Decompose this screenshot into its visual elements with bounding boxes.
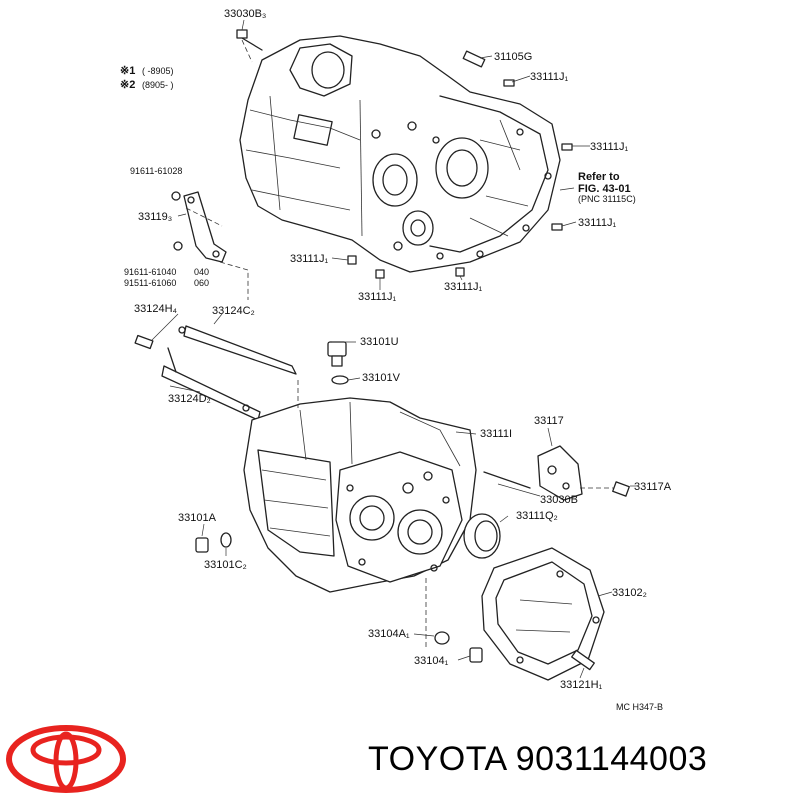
oil-seal-drawing: [463, 513, 501, 559]
label-33121H: 33121H₁: [560, 679, 603, 691]
label-33104A: 33104A₁: [368, 628, 410, 640]
label-91611-61028: 91611-61028: [130, 166, 182, 176]
label-31105G: 31105G: [494, 51, 532, 63]
refer-line-2: FIG. 43-01: [578, 183, 631, 195]
refer-line-3: (PNC 31115C): [578, 194, 636, 204]
upper-fasteners: [236, 29, 573, 279]
label-33111J-d: 33111J₁: [290, 253, 328, 265]
label-33124D: 33124D₂: [168, 393, 211, 405]
label-33030B: 33030B: [540, 494, 578, 506]
legend-range-2: (8905- ): [142, 80, 174, 90]
transmission-cover-33102-drawing: [481, 547, 605, 681]
label-33117: 33117: [534, 415, 564, 427]
label-33117A: 33117A: [634, 481, 672, 493]
tag-060: 060: [194, 278, 209, 288]
tag-040: 040: [194, 267, 209, 277]
label-33119: 33119₃: [138, 211, 172, 223]
label-33101C: 33101C₂: [204, 559, 247, 571]
label-33111J-b: 33111J₁: [590, 141, 628, 153]
transmission-case-drawing: [239, 35, 561, 273]
label-33030B3: 33030B₃: [224, 8, 266, 20]
label-33102: 33102₂: [612, 587, 647, 599]
legend-range-1: ( -8905): [142, 66, 174, 76]
label-33124C: 33124C₂: [212, 305, 255, 317]
label-33111J-f: 33111J₁: [444, 281, 482, 293]
label-33111I: 33111I: [480, 428, 512, 440]
label-33124H: 33124H₄: [134, 303, 178, 315]
label-33111J-e: 33111J₁: [358, 291, 396, 303]
refer-line-1: Refer to: [578, 171, 620, 183]
bracket-33119-drawing: [171, 191, 227, 263]
legend-mark-2: ※2: [120, 79, 135, 91]
toyota-logo: [6, 725, 126, 793]
part-number-labels: 33030B₃ 31105G 33111J₁ 33111J₁ 33111J₁ 3…: [124, 8, 672, 712]
refer-note: Refer to FIG. 43-01 (PNC 31115C): [559, 171, 636, 204]
variant-legend: ※1 ( -8905) ※2 (8905- ): [120, 65, 174, 91]
label-33101V: 33101V: [362, 372, 401, 384]
plug-33101U-drawing: [327, 341, 349, 385]
lower-plugs-drawing: [195, 532, 483, 663]
label-91611-61040: 91611-61040: [124, 267, 176, 277]
transaxle-case-drawing: [243, 397, 477, 593]
leader-lines: [151, 19, 636, 679]
label-33111J-a: 33111J₁: [530, 71, 568, 83]
shift-bracket-drawing: [134, 325, 297, 421]
label-33101U: 33101U: [360, 336, 399, 348]
label-33111Q: 33111Q₂: [516, 510, 558, 522]
label-33101A: 33101A: [178, 512, 217, 524]
mount-bracket-33117-drawing: [483, 445, 630, 501]
label-33104: 33104₁: [414, 655, 449, 667]
diagram-code: MC H347-B: [616, 702, 663, 712]
legend-mark-1: ※1: [120, 65, 135, 77]
brand-part-number: TOYOTA 9031144003: [368, 740, 708, 778]
label-91511-61060: 91511-61060: [124, 278, 176, 288]
label-33111J-c: 33111J₁: [578, 217, 616, 229]
